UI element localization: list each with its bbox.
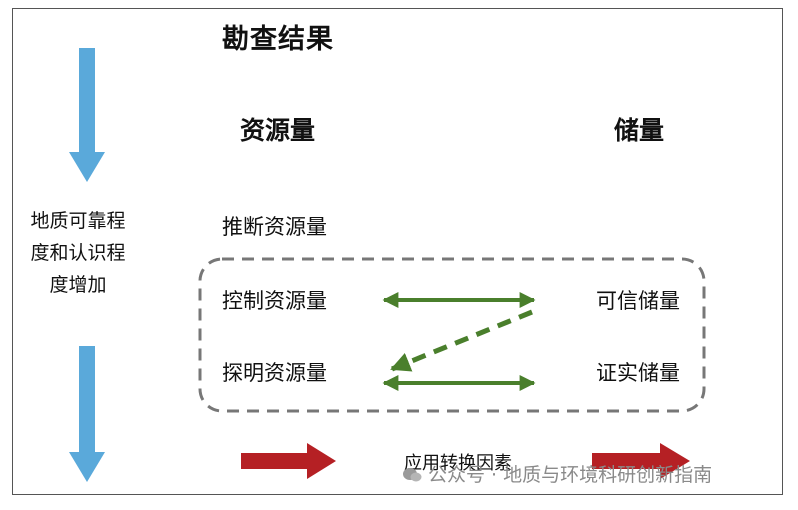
dashed-arrow-icon <box>390 309 533 372</box>
proven-reserves-label: 证实储量 <box>596 361 680 385</box>
right-arrow-icon <box>592 443 690 479</box>
down-arrow-icon <box>69 346 105 482</box>
down-arrow-icon <box>69 48 105 182</box>
modifying-factors-label: 应用转换因素 <box>404 453 512 474</box>
wechat-icon <box>403 468 422 482</box>
watermark-text: 公众号 · 地质与环境科研创新指南 <box>428 464 713 486</box>
inferred-resources-label: 推断资源量 <box>222 215 327 239</box>
diagram-frame <box>12 8 783 495</box>
side-label: 地质可靠程度和认识程度增加 <box>30 210 126 296</box>
indicated-resources-label: 控制资源量 <box>222 289 327 313</box>
resources-header: 资源量 <box>240 116 316 145</box>
watermark: 公众号 · 地质与环境科研创新指南 <box>402 466 712 485</box>
probable-reserves-label: 可信储量 <box>596 289 680 313</box>
right-arrow-icon <box>241 443 336 479</box>
reserves-header: 储量 <box>614 116 665 145</box>
dashed-grouping-box <box>198 257 706 413</box>
measured-resources-label: 探明资源量 <box>222 361 327 385</box>
diagram-title: 勘查结果 <box>222 24 334 55</box>
